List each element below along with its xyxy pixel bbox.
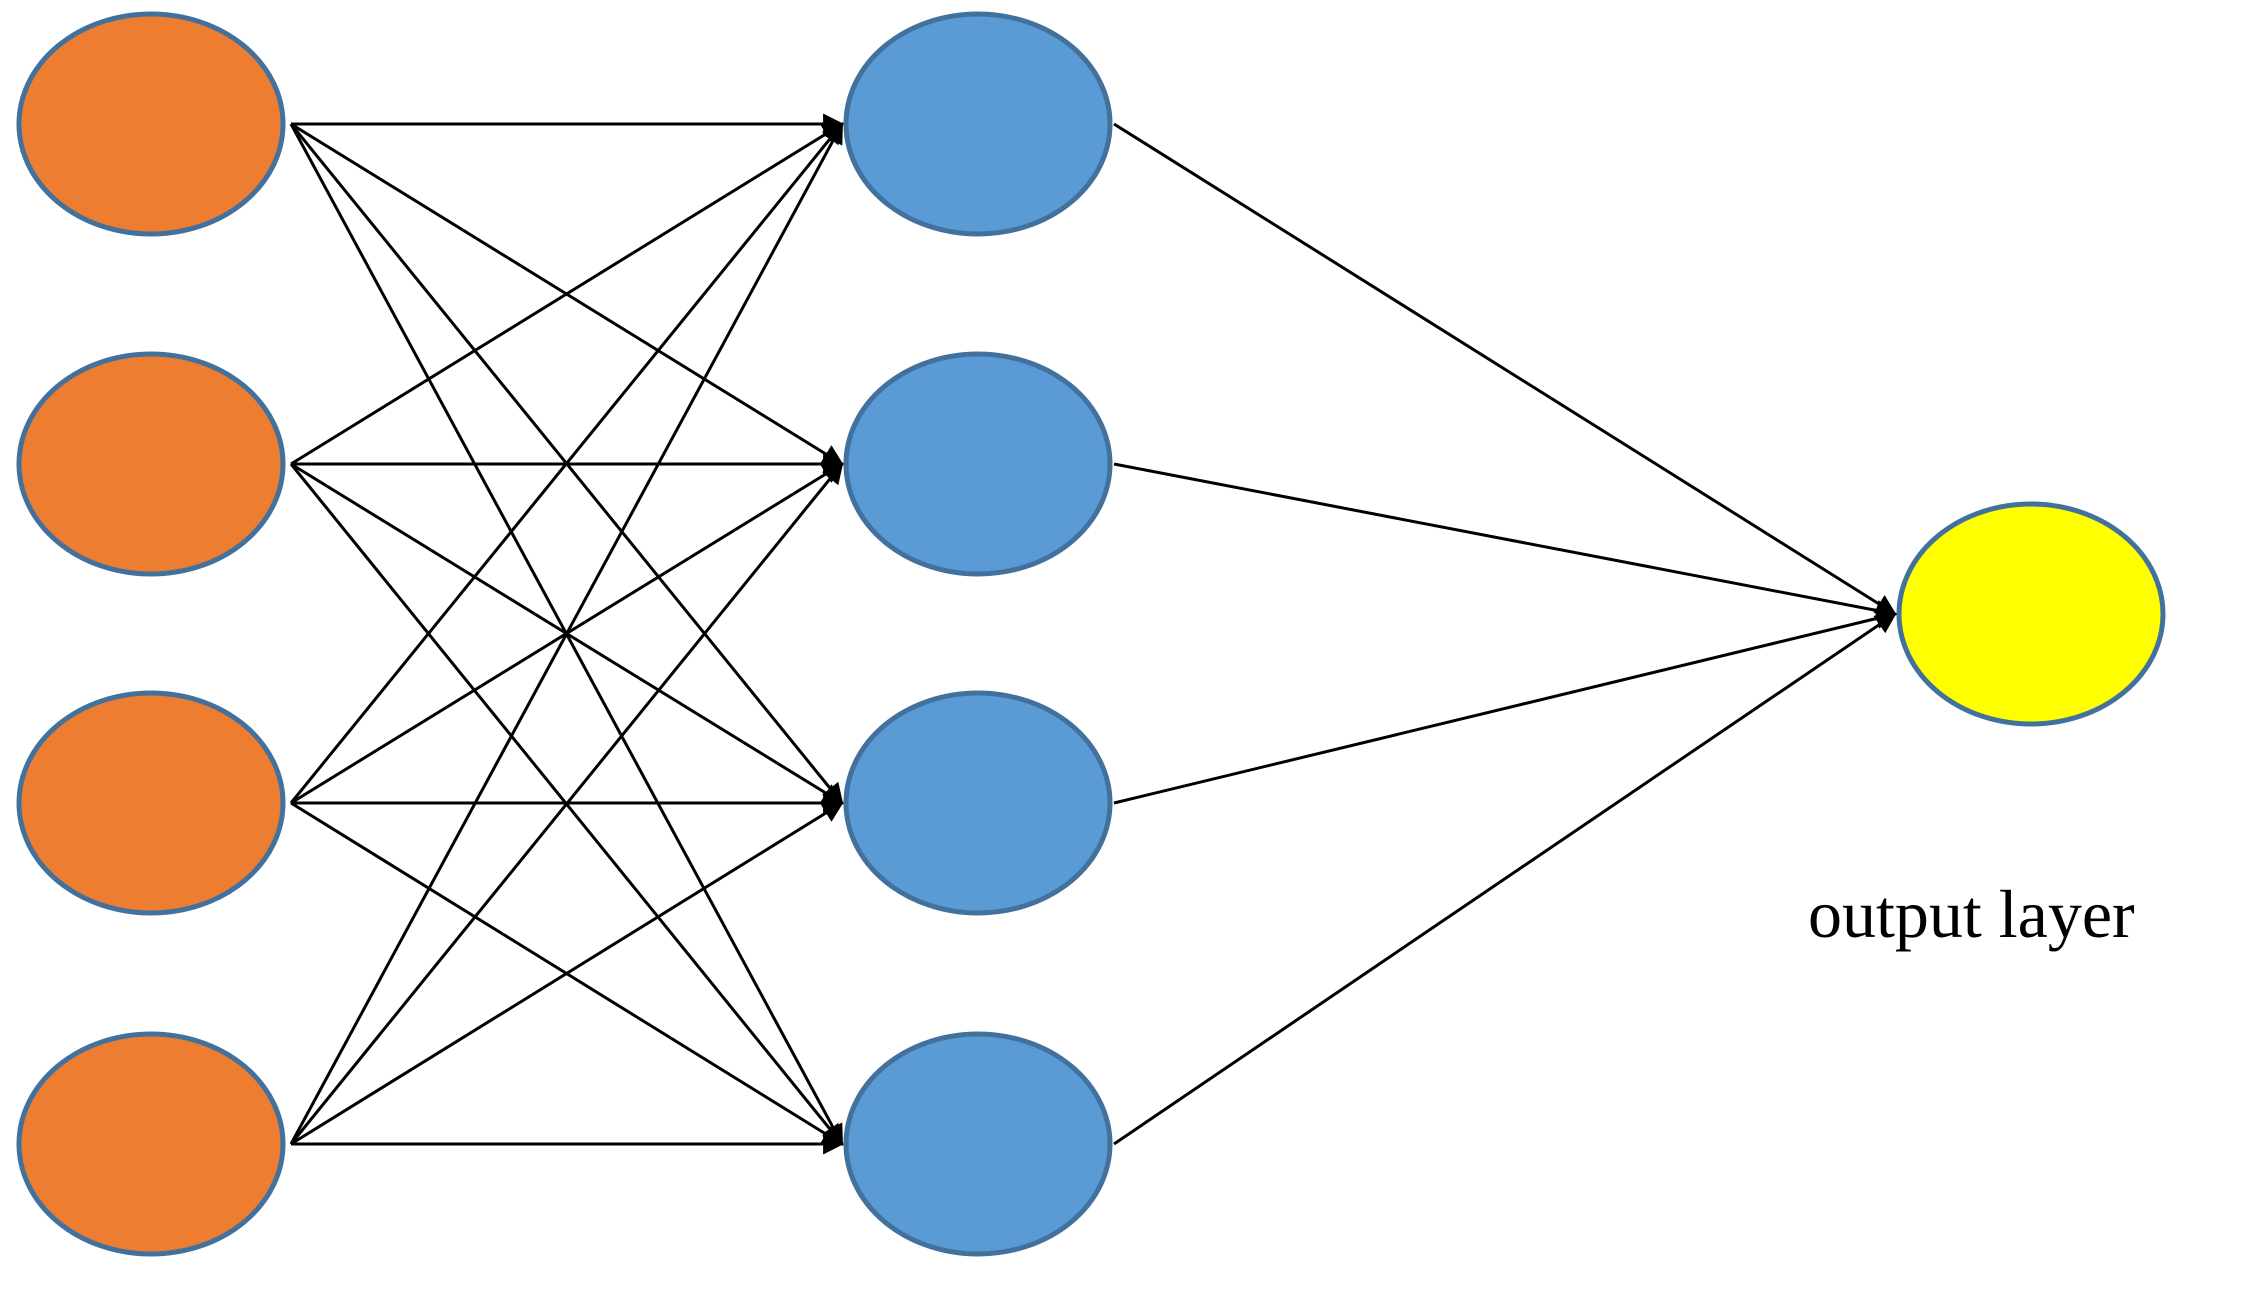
input-node-4	[16, 1031, 286, 1257]
output-node-1	[1896, 501, 2166, 727]
hidden-node-3	[843, 690, 1113, 916]
edge-input-4-to-hidden-1	[289, 122, 844, 1145]
input-node-3	[16, 690, 286, 916]
edge-hidden-2-to-output-1	[1113, 462, 1898, 621]
hidden-node-4	[843, 1031, 1113, 1257]
edge-input-4-to-hidden-2	[289, 462, 844, 1145]
hidden-node-1	[843, 11, 1113, 237]
input-node-2	[16, 351, 286, 577]
output-layer-label: output layer	[1808, 876, 2135, 952]
edge-input-4-to-hidden-3	[290, 801, 844, 1146]
connection-edges	[289, 113, 1898, 1155]
input-node-1	[16, 11, 286, 237]
edge-hidden-1-to-output-1	[1113, 122, 1897, 616]
edge-input-3-to-hidden-1	[289, 122, 844, 804]
edge-input-2-to-hidden-1	[290, 122, 844, 466]
network-nodes	[16, 11, 2166, 1257]
edge-hidden-4-to-output-1	[1113, 612, 1897, 1146]
hidden-node-2	[843, 351, 1113, 577]
edge-hidden-3-to-output-1	[1113, 608, 1898, 805]
